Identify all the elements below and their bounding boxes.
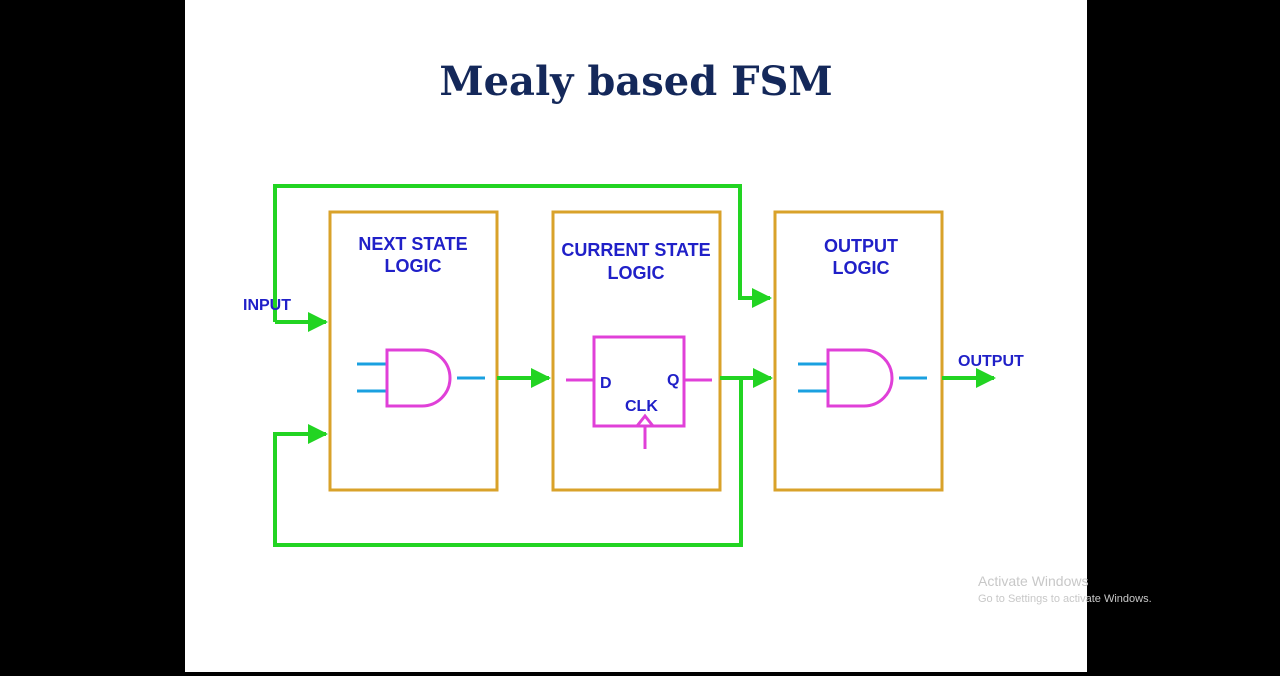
input-to-output-wire xyxy=(273,184,772,322)
input-label: INPUT xyxy=(243,297,291,314)
ff-q-label: Q xyxy=(667,372,679,389)
d-flip-flop-icon xyxy=(566,335,712,449)
watermark-subtitle: Go to Settings to activate Windows. xyxy=(978,593,1152,605)
activate-windows-watermark: Activate Windows Go to Settings to activ… xyxy=(978,573,1152,605)
current-state-label-line-2: LOGIC xyxy=(608,263,665,283)
ff-d-label: D xyxy=(600,375,612,392)
watermark-title: Activate Windows xyxy=(978,573,1089,589)
ff-clk-label: CLK xyxy=(625,398,658,415)
slide-title: Mealy based FSM xyxy=(439,58,833,105)
current-state-logic-block xyxy=(551,210,722,492)
output-logic-label-line-1: OUTPUT xyxy=(824,236,898,256)
and-gate-icon xyxy=(357,348,485,408)
next-state-label-line-2: LOGIC xyxy=(385,256,442,276)
output-logic-label-line-2: LOGIC xyxy=(833,258,890,278)
next-state-logic-block xyxy=(328,210,499,492)
output-label: OUTPUT xyxy=(958,353,1024,370)
state-feedback-wire xyxy=(273,378,743,547)
output-and-gate-icon xyxy=(798,348,927,408)
next-state-label-line-1: NEXT STATE xyxy=(358,234,467,254)
current-state-label-line-1: CURRENT STATE xyxy=(561,240,710,260)
